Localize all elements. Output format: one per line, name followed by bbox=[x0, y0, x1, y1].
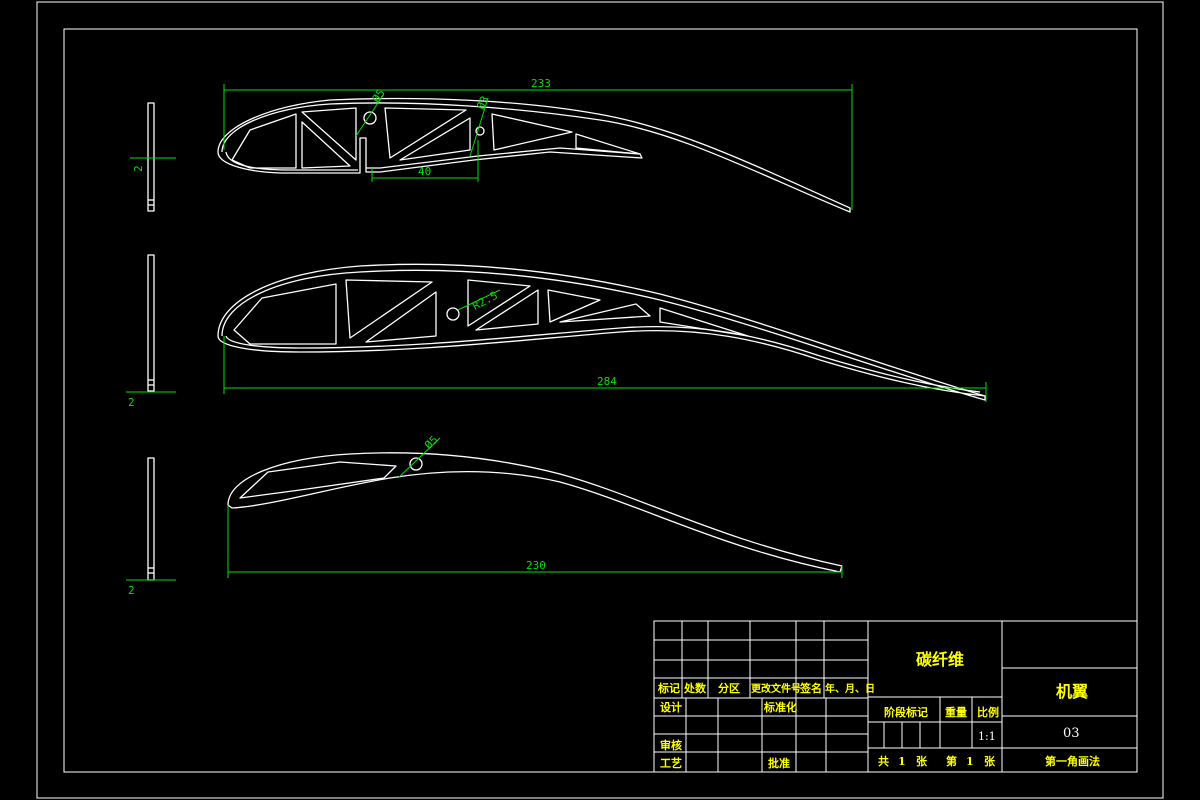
tb-standardization: 标准化 bbox=[763, 700, 797, 714]
dim-top-web-gap: 40 bbox=[418, 165, 431, 178]
rib-middle bbox=[217, 263, 986, 401]
rib-top-dims: 233 40 Ø5 Ø3 bbox=[223, 77, 853, 210]
dim-bottom-hole: Ø5 bbox=[422, 433, 441, 452]
tb-label-signature: 签名 bbox=[799, 681, 822, 695]
tb-approve: 批准 bbox=[768, 756, 790, 770]
tb-design: 设计 bbox=[660, 700, 682, 714]
rib-top bbox=[217, 97, 851, 213]
tb-sheet: 第 bbox=[946, 754, 957, 768]
rib-middle-cell-4 bbox=[467, 279, 531, 327]
outer-border bbox=[36, 1, 1164, 799]
dim-thickness-2: 2 bbox=[128, 396, 135, 409]
rib-top-cell-5 bbox=[399, 117, 471, 161]
rib-bottom-outline bbox=[227, 452, 843, 573]
tb-label-change-doc: 更改文件号 bbox=[751, 682, 801, 695]
dim-top-hole-1: Ø5 bbox=[370, 87, 388, 105]
rib-top-cell-7 bbox=[575, 133, 641, 155]
tb-process: 工艺 bbox=[660, 756, 682, 770]
title-block: 标记 处数 分区 更改文件号 签名 年、月、日 设计 标准化 审核 工艺 批准 … bbox=[653, 620, 1138, 773]
rib-middle-cell-5 bbox=[475, 289, 539, 331]
side-view-3: 2 bbox=[126, 457, 176, 597]
rib-middle-cell-6 bbox=[547, 289, 601, 323]
rib-bottom-cell-1 bbox=[239, 461, 397, 499]
rib-top-cell-6 bbox=[491, 113, 573, 151]
tb-drawing-no: 03 bbox=[1063, 726, 1080, 741]
rib-top-outline bbox=[217, 97, 851, 213]
rib-middle-hole bbox=[446, 307, 460, 321]
dim-top-length: 233 bbox=[531, 77, 551, 90]
tb-label-mark: 标记 bbox=[657, 681, 680, 695]
dim-middle-hole: R2.5 bbox=[470, 289, 500, 313]
tb-sheet-unit-2: 张 bbox=[984, 754, 996, 768]
rib-top-cell-1 bbox=[231, 113, 297, 169]
rib-middle-inner-skin bbox=[225, 325, 981, 393]
tb-scale-value: 1:1 bbox=[978, 730, 996, 743]
rib-top-hole-1 bbox=[363, 111, 377, 125]
side-view-1: 2 bbox=[130, 102, 176, 212]
tb-label-count: 处数 bbox=[683, 681, 707, 695]
rib-middle-cell-7 bbox=[559, 303, 651, 323]
rib-top-cell-4 bbox=[384, 107, 467, 159]
tb-weight: 重量 bbox=[945, 705, 967, 719]
tb-sheet-count: 1 bbox=[966, 755, 974, 768]
rib-middle-dims: 284 R2.5 bbox=[223, 289, 987, 402]
side-view-2: 2 bbox=[126, 254, 176, 409]
tb-projection: 第一角画法 bbox=[1045, 754, 1100, 768]
rib-bottom bbox=[227, 452, 843, 573]
tb-scale-label: 比例 bbox=[977, 705, 999, 719]
dim-thickness-3: 2 bbox=[128, 584, 135, 597]
tb-part-name: 机翼 bbox=[1056, 682, 1088, 701]
rib-middle-cell-3 bbox=[365, 291, 437, 343]
rib-middle-cell-1 bbox=[233, 283, 337, 345]
dim-thickness-1: 2 bbox=[132, 165, 145, 172]
tb-label-date: 年、月、日 bbox=[825, 682, 875, 695]
rib-bottom-hole bbox=[409, 457, 423, 471]
rib-top-cell-3 bbox=[301, 121, 351, 169]
rib-top-lower-skin bbox=[225, 151, 358, 171]
tb-total: 共 bbox=[878, 754, 889, 768]
dim-bottom-length: 230 bbox=[526, 559, 546, 572]
dim-middle-length: 284 bbox=[597, 375, 617, 388]
tb-sheet-unit-1: 张 bbox=[916, 754, 928, 768]
tb-material: 碳纤维 bbox=[916, 650, 964, 669]
tb-stage-mark: 阶段标记 bbox=[884, 705, 928, 719]
inner-border bbox=[63, 28, 1138, 773]
rib-middle-cell-8 bbox=[659, 307, 749, 337]
tb-label-zone: 分区 bbox=[718, 681, 740, 695]
tb-review: 审核 bbox=[660, 738, 682, 752]
rib-middle-cell-2 bbox=[345, 279, 433, 339]
rib-bottom-dims: 230 Ø5 bbox=[227, 433, 843, 578]
rib-middle-outline bbox=[217, 263, 986, 401]
rib-top-hole-2 bbox=[475, 126, 485, 136]
rib-top-cell-2 bbox=[301, 107, 357, 161]
dim-top-hole-2: Ø3 bbox=[474, 94, 491, 112]
tb-total-count: 1 bbox=[898, 755, 906, 768]
